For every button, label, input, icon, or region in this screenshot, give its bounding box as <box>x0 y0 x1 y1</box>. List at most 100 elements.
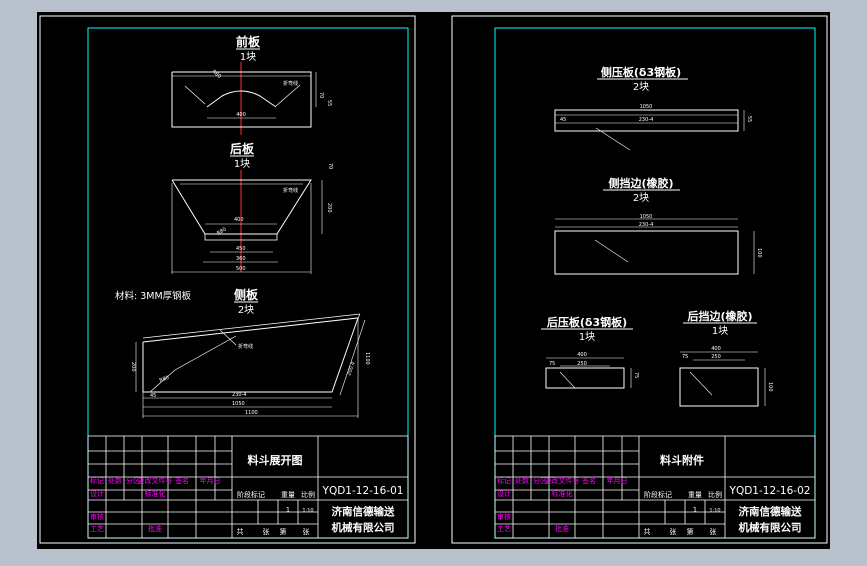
sheet-text: 张 <box>670 527 677 536</box>
qty-marker: 1 <box>693 506 697 514</box>
scale: 1:10 <box>302 508 313 514</box>
sheet-text: 张 <box>710 527 717 536</box>
left-label: 工艺 <box>497 525 511 533</box>
back-plate-bottom-flange <box>204 233 278 241</box>
sheet-text: 张 <box>263 527 270 536</box>
right-title-block-text: 料斗附件 YQD1-12-16-02 济南信德输送 机械有限公司 标记 处数 分… <box>497 453 810 536</box>
stage-label: 比例 <box>708 490 722 499</box>
row-label: 标记 <box>497 476 511 485</box>
company-line-2: 机械有限公司 <box>332 521 395 534</box>
right-title-block <box>494 435 816 539</box>
leader-line <box>594 239 629 263</box>
left-label: 审核 <box>497 512 511 521</box>
corner <box>357 313 361 319</box>
dim-overall: 1100 <box>245 410 258 416</box>
dim-side: 1100 <box>364 352 370 365</box>
dim-inner: 250 <box>711 354 721 360</box>
dim-angle: 200.4 <box>346 361 357 377</box>
dimension-line <box>339 319 366 396</box>
side-plate-top-edge <box>142 313 361 339</box>
dim-total: 1050 <box>640 104 653 110</box>
row-label: 分区 <box>126 476 140 485</box>
dim-end: 75 <box>549 361 555 367</box>
title-block-frame <box>87 435 409 539</box>
sheet-text: 共 <box>237 527 244 536</box>
back-rubber-qty: 1块 <box>712 325 728 337</box>
side-plate-view: 侧板 2块 折弯线 R80 45 230-4 1050 1100 200 200… <box>130 287 370 418</box>
front-plate-outline <box>171 71 312 128</box>
row-label: 签名 <box>175 476 189 485</box>
dim-height: 55 <box>746 116 752 122</box>
dim-end: 75 <box>682 354 688 360</box>
left-label: 审核 <box>90 512 104 521</box>
dim-inner: 230-4 <box>232 392 247 398</box>
dim-width: 400 <box>236 112 246 118</box>
approve-label: 标准化 <box>145 489 166 498</box>
dim-height: 200 <box>326 203 332 213</box>
dim-inner: 230-4 <box>639 222 654 228</box>
back-rubber-outline <box>679 367 759 407</box>
approve-label: 标准化 <box>552 489 573 498</box>
side-plate-qty: 2块 <box>238 304 254 316</box>
dim-height-1: 70 <box>318 92 324 98</box>
bend-path <box>149 335 237 393</box>
dim-total: 1050 <box>640 214 653 220</box>
row-label: 年月日 <box>607 476 628 485</box>
row-label: 标记 <box>90 476 104 485</box>
back-plate-title: 后板 <box>230 141 255 156</box>
side-press-plate-qty: 2块 <box>633 81 649 93</box>
sheet-text: 第 <box>280 527 287 536</box>
material-note: 材料: 3MM厚钢板 <box>115 290 192 302</box>
back-press-plate-title: 后压板(δ3钢板) <box>547 315 627 329</box>
company-line-2: 机械有限公司 <box>739 521 802 534</box>
side-rubber-outline <box>554 230 739 275</box>
row-label: 签名 <box>582 476 596 485</box>
dim-height: 200 <box>130 362 136 372</box>
side-rubber-view: 侧挡边(橡胶) 2块 1050 230-4 100 <box>554 176 762 275</box>
back-plate-qty: 1块 <box>234 158 250 170</box>
back-rubber-title: 后挡边(橡胶) <box>687 309 752 323</box>
dim-top: 400 <box>234 217 244 223</box>
right-sheet: 侧压板(δ3钢板) 2块 1050 230-4 45 55 侧挡边(橡胶) 2块… <box>451 15 828 544</box>
leader-line <box>689 371 713 396</box>
left-title-block <box>87 435 409 539</box>
front-plate-title: 前板 <box>236 34 261 49</box>
left-label: 设计 <box>497 489 511 498</box>
side-plate-title: 侧板 <box>234 287 259 302</box>
stage-label: 阶段标记 <box>237 490 265 499</box>
side-press-plate-outline <box>554 109 739 132</box>
sheet-text: 共 <box>644 527 651 536</box>
right-sheet-border <box>451 15 828 544</box>
row-label: 处数 <box>515 476 529 485</box>
left-title-block-text: 料斗展开图 YQD1-12-16-01 济南信德输送 机械有限公司 标记 处数 … <box>90 453 403 536</box>
dim-bottom-1: 360 <box>236 256 246 262</box>
left-sheet-border <box>39 15 416 544</box>
side-rubber-qty: 2块 <box>633 192 649 204</box>
back-press-plate-view: 后压板(δ3钢板) 1块 400 250 75 75 <box>541 315 639 389</box>
leader-line <box>595 127 631 151</box>
dim-radius: R80 <box>211 69 222 80</box>
back-press-plate-qty: 1块 <box>579 331 595 343</box>
side-press-plate-title: 侧压板(δ3钢板) <box>601 65 681 79</box>
dim-mid: 450 <box>236 246 246 252</box>
left-label: 工艺 <box>90 525 104 533</box>
approve-label: 批准 <box>555 524 569 533</box>
qty-marker: 1 <box>286 506 290 514</box>
stage-label: 重量 <box>688 491 702 499</box>
sheet-text: 第 <box>687 527 694 536</box>
dim-height: 75 <box>633 372 639 378</box>
dim-total: 1050 <box>232 401 245 407</box>
row-label: 分区 <box>533 476 547 485</box>
dim-inner: 250 <box>577 361 587 367</box>
leader-line <box>559 371 576 389</box>
chamfer-line <box>184 85 206 105</box>
stage-label: 重量 <box>281 491 295 499</box>
dim-end: 45 <box>560 117 566 123</box>
stage-label: 比例 <box>301 490 315 499</box>
front-plate-qty: 1块 <box>240 51 256 63</box>
title-block-frame <box>494 435 816 539</box>
drawing-number: YQD1-12-16-02 <box>729 485 811 497</box>
back-press-plate-outline <box>545 367 625 389</box>
